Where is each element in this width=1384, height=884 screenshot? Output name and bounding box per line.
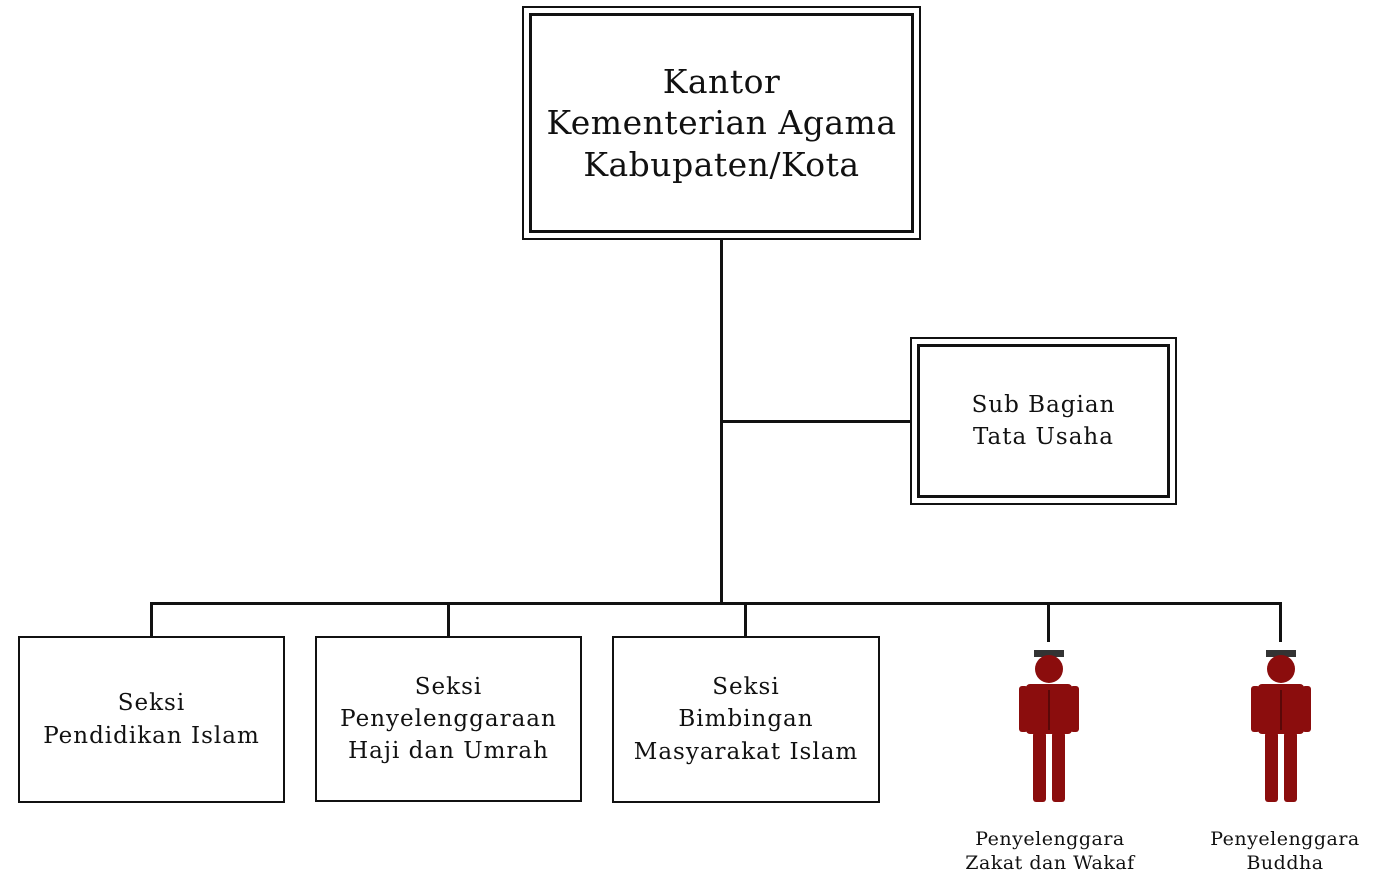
- staff-line-2: Tata Usaha: [973, 424, 1114, 450]
- connector-section-2: [447, 602, 450, 638]
- section-1-line-2: Pendidikan Islam: [43, 722, 260, 749]
- officer-1-line-1: Penyelenggara: [975, 828, 1125, 850]
- connector-section-1: [150, 602, 153, 638]
- section-box-1: Seksi Pendidikan Islam: [18, 636, 285, 803]
- section-2-line-1: Seksi: [414, 673, 483, 700]
- root-line-1: Kantor: [662, 62, 781, 102]
- root-office-label: Kantor Kementerian Agama Kabupaten/Kota: [546, 61, 896, 185]
- section-2-line-2: Penyelenggaraan: [340, 705, 557, 732]
- staff-line-1: Sub Bagian: [971, 391, 1116, 418]
- officer-2-line-2: Buddha: [1246, 851, 1324, 874]
- person-icon: [1251, 650, 1311, 802]
- section-3-line-1: Seksi: [712, 674, 780, 701]
- connector-horizontal: [150, 602, 1282, 605]
- root-line-3: Kabupaten/Kota: [583, 144, 860, 184]
- officer-1-line-2: Zakat dan Wakaf: [965, 851, 1135, 874]
- section-label-3: Seksi Bimbingan Masyarakat Islam: [634, 671, 858, 768]
- officer-label-1: Penyelenggara Zakat dan Wakaf: [940, 828, 1160, 876]
- section-1-line-1: Seksi: [117, 690, 186, 717]
- connector-section-3: [744, 602, 747, 638]
- staff-unit-label: Sub Bagian Tata Usaha: [972, 389, 1116, 453]
- section-3-line-3: Masyarakat Islam: [633, 738, 859, 765]
- connector-officer-1: [1047, 602, 1050, 642]
- connector-staff: [720, 420, 912, 423]
- section-3-line-2: Bimbingan: [678, 706, 814, 733]
- section-label-1: Seksi Pendidikan Islam: [43, 687, 260, 751]
- staff-unit-box: Sub Bagian Tata Usaha: [910, 337, 1177, 505]
- section-2-line-3: Haji dan Umrah: [348, 738, 549, 765]
- officer-label-2: Penyelenggara Buddha: [1190, 828, 1380, 876]
- section-box-3: Seksi Bimbingan Masyarakat Islam: [612, 636, 880, 803]
- connector-officer-2: [1279, 602, 1282, 642]
- root-line-2: Kementerian Agama: [546, 103, 897, 143]
- officer-2-line-1: Penyelenggara: [1210, 828, 1360, 850]
- root-office-box: Kantor Kementerian Agama Kabupaten/Kota: [522, 6, 921, 240]
- person-icon: [1019, 650, 1079, 802]
- section-box-2: Seksi Penyelenggaraan Haji dan Umrah: [315, 636, 582, 802]
- section-label-2: Seksi Penyelenggaraan Haji dan Umrah: [340, 671, 557, 768]
